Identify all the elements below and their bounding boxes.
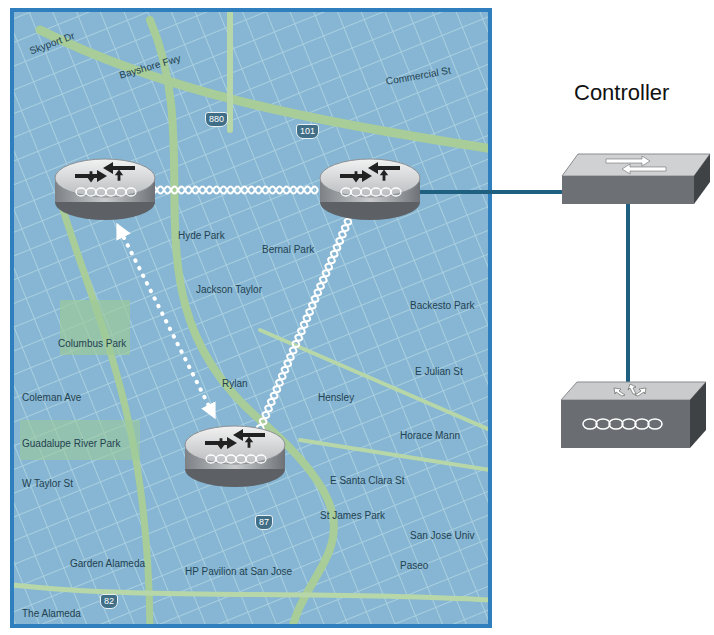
map-label: St James Park [320,510,385,522]
switch-icon [554,150,714,210]
map-label: Skyport Dr [28,30,76,57]
map-label: Bernal Park [262,244,314,256]
map-label: Hyde Park [178,230,225,242]
route-shield: 101 [296,124,319,139]
map-label: Hensley [318,392,354,404]
map-label: Coleman Ave [22,392,81,404]
map-label: Jackson Taylor [196,284,262,296]
map-label: San Jose Univ [410,530,474,542]
map-label: Backesto Park [410,300,474,312]
map-label: Garden Alameda [70,558,145,570]
route-shield: 87 [255,515,273,530]
controller-switch: Controller [554,80,714,210]
map-label: W Taylor St [22,478,73,490]
map-label: Horace Mann [400,430,460,442]
map-label: Bayshore Fwy [118,53,182,82]
map-label: Commercial St [385,65,452,88]
map-label: E Santa Clara St [330,475,404,487]
route-shield: 82 [100,594,118,609]
map-label: The Alameda [22,608,81,620]
route-shield: 880 [205,112,228,127]
map-label: HP Pavilion at San Jose [185,566,292,578]
map-label: Rylan [222,378,248,390]
map-label: Paseo [400,560,428,572]
map-label: Guadalupe River Park [22,438,120,450]
device-label: Controller [574,80,669,106]
map-label: E Julian St [415,366,463,378]
map-label: Columbus Park [58,338,126,350]
